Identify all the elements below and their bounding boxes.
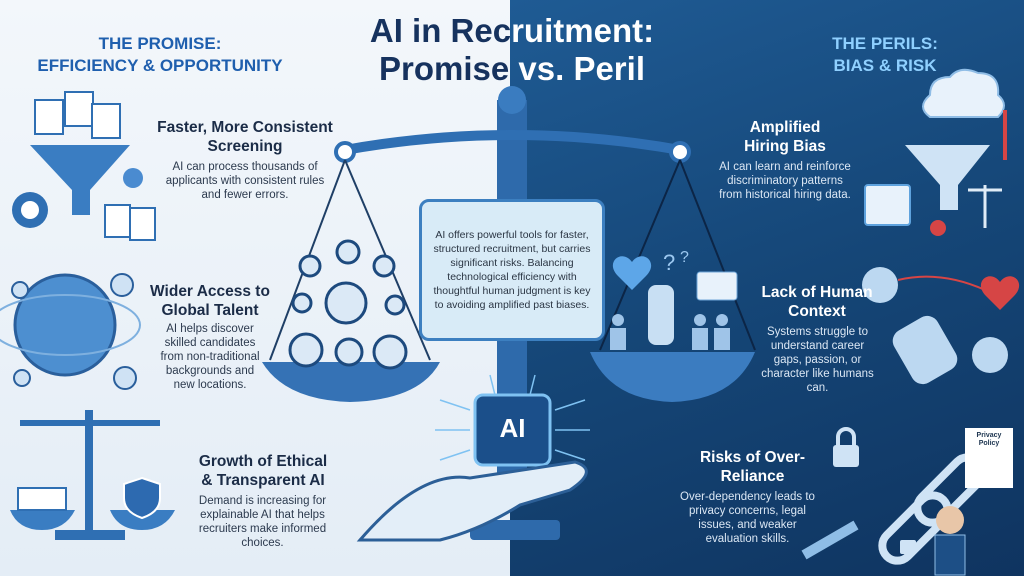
promise-item-text: AI can process thousands of applicants w… bbox=[165, 161, 325, 201]
resume-funnel-icon bbox=[12, 91, 156, 241]
peril-item-text: AI can learn and reinforce discriminator… bbox=[719, 161, 851, 201]
handshake-people-icon bbox=[610, 314, 730, 350]
promise-item-title: Faster, More Consistent Screening bbox=[157, 119, 333, 155]
promise-heading-line1: THE PROMISE: bbox=[98, 34, 222, 53]
promise-item-text: Demand is increasing for explainable AI … bbox=[198, 495, 327, 549]
peril-heading: THE PERILS: BIAS & RISK bbox=[760, 33, 1010, 77]
robot-hand-holding-chip bbox=[356, 460, 588, 542]
left-scale-pan bbox=[262, 362, 440, 402]
promise-heading: THE PROMISE: EFFICIENCY & OPPORTUNITY bbox=[20, 33, 300, 77]
promise-item-text: AI helps discover skilled candidates fro… bbox=[160, 323, 260, 391]
book-icon bbox=[17, 487, 67, 511]
lock-chain-gavel-icon bbox=[801, 427, 1013, 576]
robot-hand-icon bbox=[648, 285, 674, 345]
peril-heading-line2: BIAS & RISK bbox=[833, 56, 937, 75]
peril-item-title: Risks of Over-Reliance bbox=[699, 449, 806, 485]
svg-text:?: ? bbox=[663, 250, 675, 275]
peril-item-text: Over-dependency leads to privacy concern… bbox=[680, 491, 815, 545]
brain-heart-icon bbox=[862, 267, 1020, 385]
heart-icon bbox=[612, 256, 652, 290]
right-scale-pan bbox=[590, 352, 755, 402]
certificate-icon bbox=[696, 271, 738, 301]
scale-beam bbox=[344, 130, 681, 155]
ai-chip-icon bbox=[435, 374, 590, 467]
scale-base bbox=[470, 520, 560, 540]
svg-text:?: ? bbox=[680, 249, 689, 266]
peril-item-title: Amplified Hiring Bias bbox=[744, 119, 826, 155]
page-title-line1: AI in Recruitment: bbox=[0, 12, 1024, 50]
ai-chip-label: AI bbox=[499, 413, 526, 443]
peril-item-text: Systems struggle to understand career ga… bbox=[761, 326, 874, 394]
candidate-avatar-icons bbox=[288, 239, 408, 370]
page-title-line2: Promise vs. Peril bbox=[0, 50, 1024, 88]
shield-icon bbox=[123, 476, 161, 520]
promise-item-title: Wider Access to Global Talent bbox=[150, 283, 270, 319]
ethics-scale-icon bbox=[10, 410, 175, 540]
summary-box: AI offers powerful tools for faster, str… bbox=[419, 199, 605, 341]
peril-heading-line1: THE PERILS: bbox=[832, 34, 938, 53]
promise-item-title: Growth of Ethical & Transparent AI bbox=[198, 453, 328, 489]
peril-item-title: Lack of Human Context bbox=[761, 284, 873, 320]
biased-data-funnel-icon bbox=[864, 68, 1007, 236]
promise-heading-line2: EFFICIENCY & OPPORTUNITY bbox=[37, 56, 283, 75]
globe-network-icon bbox=[0, 273, 141, 390]
privacy-policy-label: Privacy Policy bbox=[976, 432, 1002, 447]
